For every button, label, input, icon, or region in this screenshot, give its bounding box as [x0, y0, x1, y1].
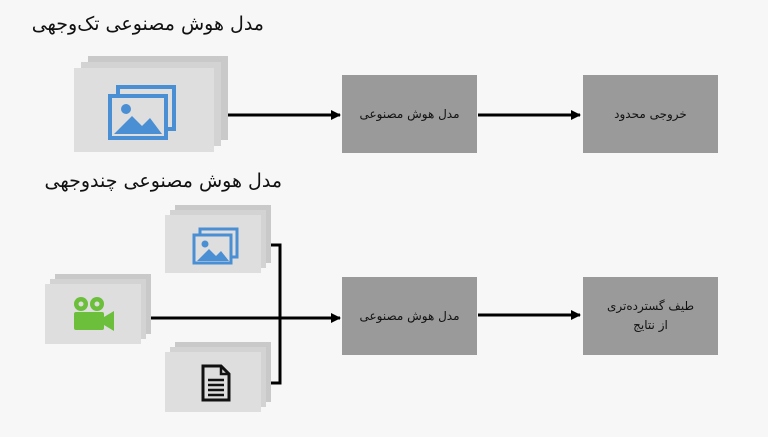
- output-label-line2: از نتایج: [633, 318, 668, 332]
- output-label-line1: طیف گسترده‌تری: [606, 299, 695, 314]
- single-image-input-stack: [74, 56, 230, 156]
- image-icon: [192, 227, 239, 265]
- multi-modal-title: مدل هوش مصنوعی چندوجهی: [44, 170, 282, 192]
- multi-modal-output-box: طیف گسترده‌تری از نتایج: [583, 277, 718, 355]
- multi-image-input-stack: [165, 205, 273, 275]
- image-icon: [108, 85, 176, 140]
- video-camera-icon: [74, 297, 114, 331]
- single-modal-title: مدل هوش مصنوعی تک‌وجهی: [31, 13, 264, 35]
- multi-video-input-stack: [45, 274, 153, 346]
- multi-modal-model-box: مدل هوش مصنوعی: [342, 277, 477, 355]
- output-label: خروجی محدود: [614, 106, 687, 121]
- model-label: مدل هوش مصنوعی: [359, 308, 460, 323]
- document-icon: [201, 364, 231, 402]
- single-modal-output-box: خروجی محدود: [583, 75, 718, 153]
- single-modal-model-box: مدل هوش مصنوعی: [342, 75, 477, 153]
- model-label: مدل هوش مصنوعی: [359, 106, 460, 121]
- multi-document-input-stack: [165, 342, 273, 414]
- output-label: طیف گسترده‌تری از نتایج: [607, 297, 694, 334]
